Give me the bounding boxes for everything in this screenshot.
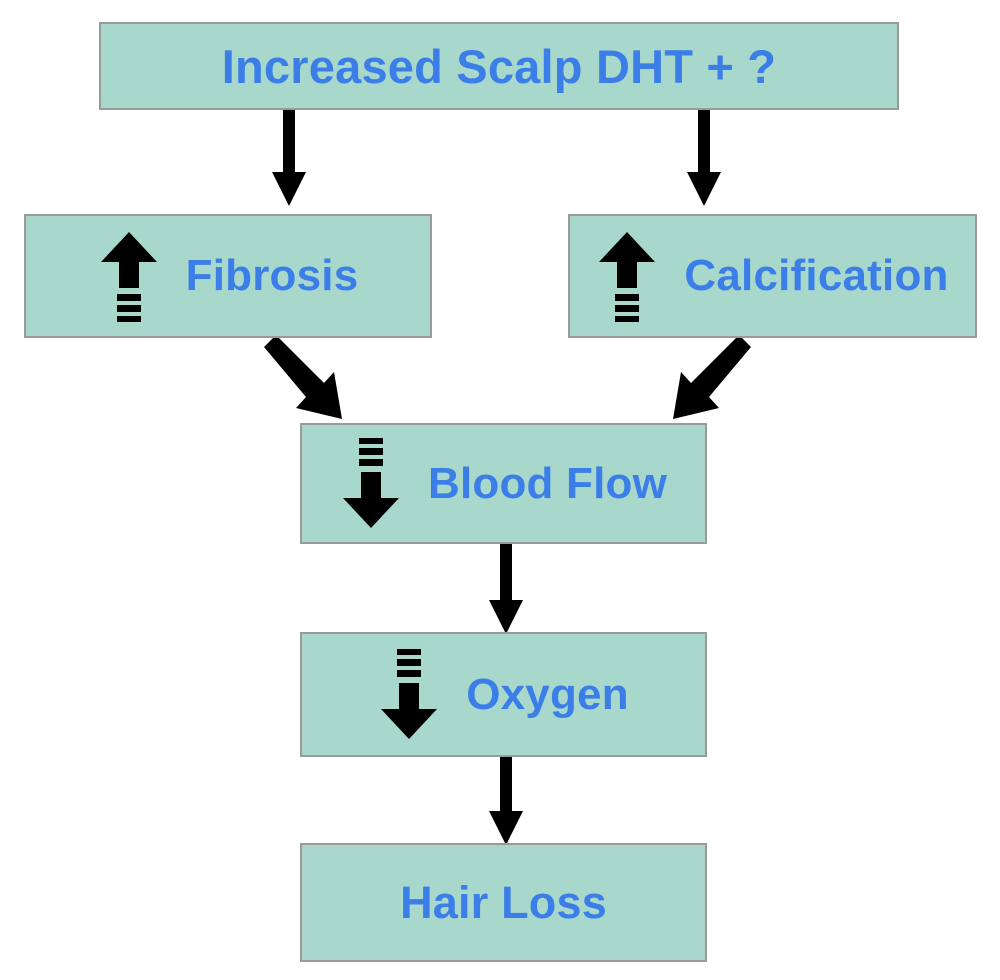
node-increased-scalp-dht[interactable]: Increased Scalp DHT + ? bbox=[99, 22, 899, 110]
node-label-dht: Increased Scalp DHT + ? bbox=[221, 39, 777, 93]
node-oxygen[interactable]: Oxygen bbox=[300, 632, 707, 757]
edge-fibrosis-to-bloodflow bbox=[264, 335, 342, 419]
edge-dht-to-calcification bbox=[687, 110, 721, 206]
edge-calcification-to-bloodflow bbox=[673, 335, 751, 419]
arrow-down-decrease-icon bbox=[381, 648, 438, 739]
node-label-calcification: Calcification bbox=[684, 251, 949, 300]
edge-bloodflow-to-oxygen bbox=[489, 544, 523, 634]
node-blood-flow[interactable]: Blood Flow bbox=[300, 423, 707, 544]
arrow-up-increase-icon bbox=[599, 232, 656, 322]
node-label-fibrosis: Fibrosis bbox=[185, 251, 359, 300]
node-label-blood-flow: Blood Flow bbox=[427, 458, 668, 508]
arrow-down-decrease-icon bbox=[342, 437, 399, 528]
node-label-hair-loss: Hair Loss bbox=[400, 877, 607, 928]
arrow-up-increase-icon bbox=[100, 232, 157, 322]
node-hair-loss[interactable]: Hair Loss bbox=[300, 843, 707, 962]
node-fibrosis[interactable]: Fibrosis bbox=[24, 214, 432, 338]
edge-dht-to-fibrosis bbox=[272, 110, 306, 206]
node-calcification[interactable]: Calcification bbox=[568, 214, 977, 338]
edge-oxygen-to-hairloss bbox=[489, 757, 523, 845]
node-label-oxygen: Oxygen bbox=[466, 669, 629, 719]
